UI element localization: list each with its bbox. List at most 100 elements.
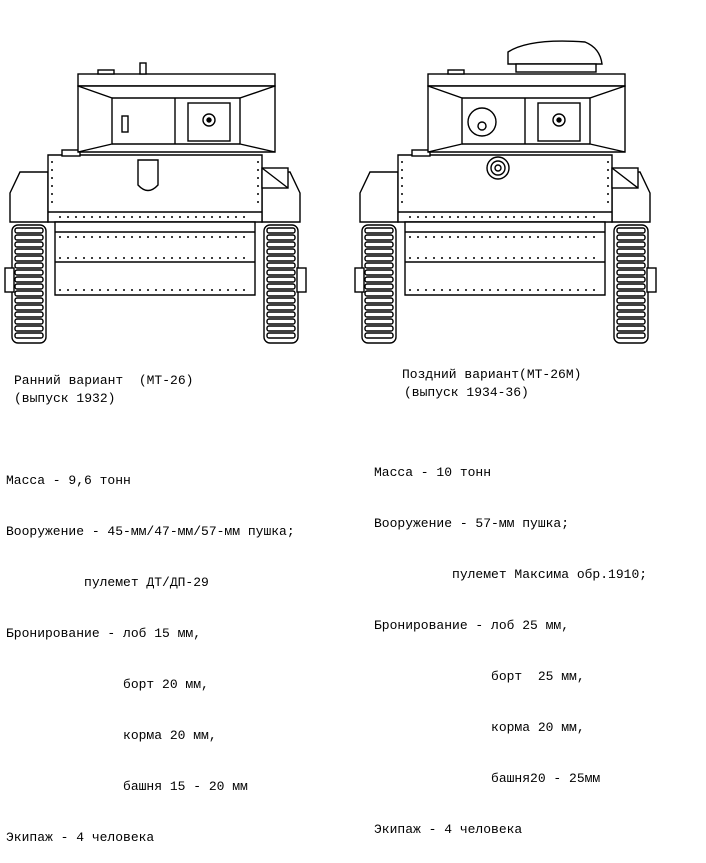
track-link [14,297,44,304]
rivet [115,257,117,259]
rivet [131,289,133,291]
rivet [513,236,515,238]
rivet [195,257,197,259]
rivet [401,201,403,203]
late-variant-title: Поздний вариант(МТ-26М) [402,367,582,382]
rivet [529,216,531,218]
rivet [537,236,539,238]
hull-glacis [397,154,613,223]
rivet [123,257,125,259]
rivet [409,236,411,238]
rivet [497,289,499,291]
rivet [577,236,579,238]
rivet [51,177,53,179]
rivet [155,236,157,238]
rivet [607,169,609,171]
track-link [616,283,646,290]
rivet [569,257,571,259]
rivet [401,169,403,171]
rivet [83,236,85,238]
spec-line: Вооружение - 45-мм/47-мм/57-мм пушка; [6,524,295,539]
rivet [243,257,245,259]
rivet [91,289,93,291]
rivet [257,161,259,163]
rivet [115,289,117,291]
track-link [616,241,646,248]
rivet [561,236,563,238]
rivet [607,177,609,179]
rivet [67,289,69,291]
rivet [147,289,149,291]
rivet [505,216,507,218]
rivet [99,216,101,218]
rivet [219,289,221,291]
rivet [481,289,483,291]
rivet [171,216,173,218]
track-link [364,234,394,241]
turret [77,62,276,153]
rivet [179,257,181,259]
track-link [266,332,296,339]
rivet [401,177,403,179]
rivet [235,289,237,291]
rivet [187,216,189,218]
rivet [123,236,125,238]
rivet [489,289,491,291]
rivet [545,257,547,259]
rivet [521,289,523,291]
rivet [99,257,101,259]
rivet [553,257,555,259]
track-link [616,311,646,318]
rivet [585,289,587,291]
rivet [553,216,555,218]
track-link [14,234,44,241]
rivet [59,216,61,218]
rivet [521,216,523,218]
rivet [425,257,427,259]
rivet [59,289,61,291]
track-link [364,318,394,325]
spec-line: пулемет Максима обр.1910; [374,567,648,582]
rivet [67,236,69,238]
track-link [14,304,44,311]
rivet [545,236,547,238]
early-variant-subtitle: (выпуск 1932) [14,391,116,406]
track-link [266,283,296,290]
rivet [123,216,125,218]
left-track [4,224,47,344]
rivet [235,216,237,218]
rivet [211,257,213,259]
rivet [257,185,259,187]
spec-line: Экипаж - 4 человека [6,830,155,845]
rivet [497,236,499,238]
rivet [51,185,53,187]
rivet [497,257,499,259]
rivet [107,289,109,291]
rivet [473,216,475,218]
rivet [147,236,149,238]
spec-line: корма 20 мм, [374,720,585,735]
rivet [425,289,427,291]
rivet [257,193,259,195]
rivet [91,216,93,218]
track-link [364,262,394,269]
rivet [425,236,427,238]
rivet [91,236,93,238]
track-link [364,304,394,311]
track-link [616,248,646,255]
rivet [139,289,141,291]
rivet [123,289,125,291]
rivet [131,257,133,259]
track-link [364,248,394,255]
rivet [593,289,595,291]
left-track [354,224,397,344]
rivet [195,289,197,291]
track-link [14,290,44,297]
rivet [513,216,515,218]
rivet [561,257,563,259]
track-link [14,227,44,234]
track-link [14,255,44,262]
rivet [401,193,403,195]
rivet [155,216,157,218]
track-link [266,269,296,276]
